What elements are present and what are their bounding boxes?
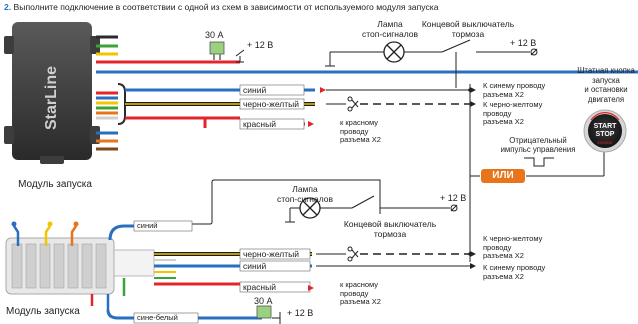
bottom-12v-terminal xyxy=(450,204,458,212)
bottom-module-leads xyxy=(11,221,126,310)
bottom-switch-label: Концевой выключатель тормоза xyxy=(343,219,437,239)
bottom-wire-label-blue-white: сине-белый xyxy=(137,313,178,322)
bottom-fuse xyxy=(256,305,281,324)
top-to-red-label: к красному проводу разъема X2 xyxy=(340,118,381,144)
bottom-12v-label: + 12 В xyxy=(440,193,467,203)
bottom-module xyxy=(5,237,155,295)
bottom-label-box-blue xyxy=(239,260,311,272)
bottom-to-black-yellow-label: К черно-желтому проводу разъема X2 xyxy=(483,234,543,260)
bottom-lamp-icon xyxy=(299,197,321,219)
bottom-arrows xyxy=(308,251,476,291)
top-fuse-label: 30 А xyxy=(205,30,224,40)
bottom-lamp-label: Лампа стоп-сигналов xyxy=(276,184,334,204)
top-label-box-black-yellow xyxy=(239,98,305,110)
bottom-label-box-black-yellow xyxy=(239,248,311,260)
bottom-to-blue-label: К синему проводу разъема X2 xyxy=(483,263,546,281)
top-arrows xyxy=(308,87,476,127)
top-module-wires xyxy=(96,35,638,151)
bottom-wire-label-red: красный xyxy=(243,282,276,292)
button-text: START STOP ENGINE xyxy=(593,123,617,145)
bottom-wire-label-blue: синий xyxy=(243,261,267,271)
bottom-label-box-blue-white xyxy=(133,312,199,324)
heading-text: Выполните подключение в соответствии с о… xyxy=(11,2,439,12)
top-label-box-blue xyxy=(239,84,305,96)
top-lamp-circuit xyxy=(325,39,530,88)
top-label-box-red xyxy=(239,118,305,130)
start-stop-button xyxy=(583,109,627,153)
bottom-fuse-label: 30 А xyxy=(254,296,273,306)
bottom-fuse-12v: + 12 В xyxy=(287,308,314,318)
top-12v-right: + 12 В xyxy=(510,38,537,48)
top-scissors-icon xyxy=(347,96,359,112)
or-badge: ИЛИ xyxy=(481,169,525,183)
bottom-to-red-label: к красному проводу разъема X2 xyxy=(340,280,381,306)
bottom-module-label: Модуль запуска xyxy=(6,306,80,317)
top-module-brand: StarLine xyxy=(43,66,60,130)
top-switch-label: Концевой выключатель тормоза xyxy=(421,19,515,39)
top-to-blue-label: К синему проводу разъема X2 xyxy=(483,81,546,99)
negative-impulse-icon xyxy=(524,157,554,167)
top-to-black-yellow-label: К черно-желтому проводу разъема X2 xyxy=(483,100,543,126)
bottom-label-box-blue-top xyxy=(133,220,193,232)
top-module-label: Модуль запуска xyxy=(18,179,92,190)
negative-impulse-label: Отрицательный импульс управления xyxy=(500,136,576,154)
bottom-wire-label-black-yellow: черно-желтый xyxy=(243,249,299,259)
button-caption: Штатная кнопка запуска и остановки двига… xyxy=(577,66,635,104)
top-wire-label-black-yellow: черно-желтый xyxy=(243,99,299,109)
top-12v-terminal xyxy=(530,48,538,56)
top-wire-label-blue: синий xyxy=(243,85,267,95)
top-lamp-label: Лампа стоп-сигналов xyxy=(361,19,419,39)
step-number: 2. xyxy=(4,2,12,12)
instruction-heading: 2. Выполните подключение в соответствии … xyxy=(4,2,438,12)
bottom-wire-label-blue-top: синий xyxy=(137,221,158,230)
bottom-scissors-icon xyxy=(347,246,359,262)
top-fuse-12v: + 12 В xyxy=(247,40,274,50)
top-lamp-icon xyxy=(383,41,405,63)
top-fuse xyxy=(209,41,245,63)
bottom-lamp-circuit xyxy=(190,179,450,225)
top-starline-module xyxy=(4,22,100,164)
top-wire-label-red: красный xyxy=(243,119,276,129)
